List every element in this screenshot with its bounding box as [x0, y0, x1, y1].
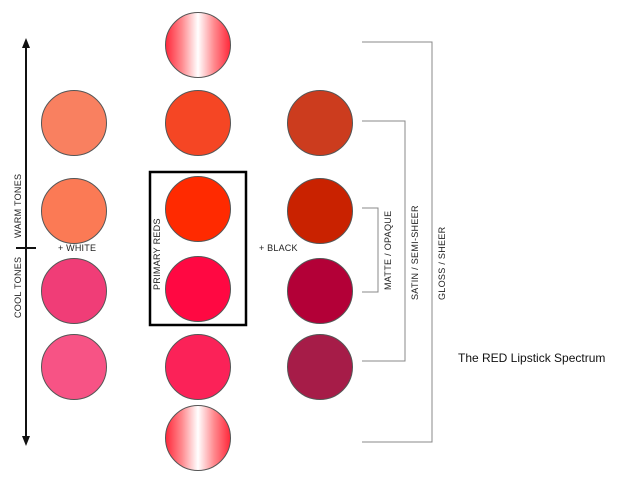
matte-label: MATTE / OPAQUE [383, 210, 393, 290]
swatch-white-1 [41, 90, 107, 156]
satin-bracket [362, 120, 406, 362]
swatch-black-2 [287, 178, 353, 244]
tone-axis-arrow-up [22, 38, 30, 48]
swatch-center-5 [165, 334, 231, 400]
satin-label: SATIN / SEMI-SHEER [410, 205, 420, 300]
gloss-label: GLOSS / SHEER [437, 226, 447, 300]
primary-reds-box [148, 170, 248, 327]
plus-white-label: + WHITE [58, 243, 97, 253]
swatch-center-2 [165, 90, 231, 156]
swatch-white-4 [41, 334, 107, 400]
swatch-center-1 [165, 12, 231, 78]
primary-reds-label: PRIMARY REDS [152, 218, 162, 290]
warm-tones-label: WARM TONES [13, 173, 23, 238]
tone-axis-arrow-down [22, 436, 30, 446]
swatch-black-4 [287, 334, 353, 400]
swatch-white-3 [41, 258, 107, 324]
matte-bracket [362, 207, 379, 293]
swatch-center-3 [165, 176, 231, 242]
swatch-center-6 [165, 405, 231, 471]
swatch-black-1 [287, 90, 353, 156]
plus-black-label: + BLACK [259, 243, 298, 253]
swatch-white-2 [41, 178, 107, 244]
diagram-title: The RED Lipstick Spectrum [458, 351, 606, 365]
swatch-black-3 [287, 258, 353, 324]
gloss-bracket [362, 41, 433, 443]
swatch-center-4 [165, 256, 231, 322]
cool-tones-label: COOL TONES [13, 256, 23, 318]
